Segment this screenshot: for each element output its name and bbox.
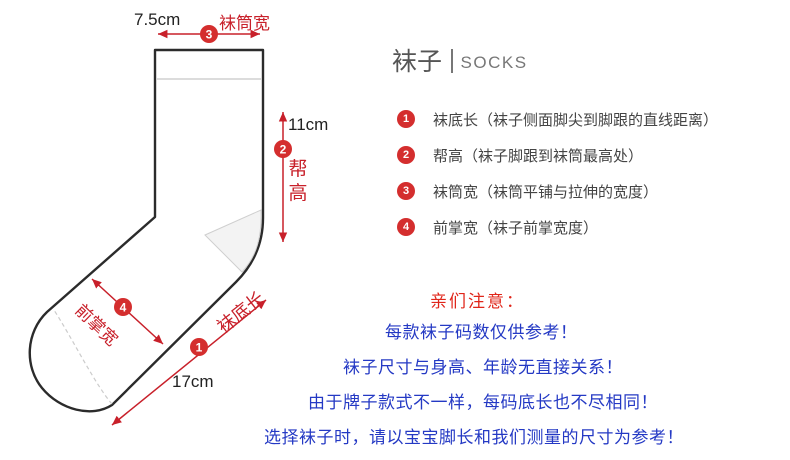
title-divider: [451, 49, 453, 73]
page-title: 袜子 SOCKS: [392, 42, 528, 78]
note-line-3: 由于牌子款式不一样，每码底长也不尽相同！: [308, 393, 658, 413]
badge-4-forefoot: 4: [114, 298, 132, 316]
length-dimension-line: [111, 299, 267, 426]
badge-2-height: 2: [274, 140, 292, 158]
sock-toe-seam: [53, 309, 113, 405]
legend-item-1: 1 袜底长（袜子侧面脚尖到脚跟的直线距离）: [397, 108, 718, 130]
svg-text:2: 2: [280, 143, 287, 157]
legend-text-3: 袜筒宽（袜筒平铺与拉伸的宽度）: [433, 182, 659, 201]
legend-badge-3: 3: [397, 182, 415, 200]
legend-text-4: 前掌宽（袜子前掌宽度）: [433, 218, 599, 237]
legend-badge-1: 1: [397, 110, 415, 128]
svg-text:1: 1: [196, 341, 203, 355]
svg-text:3: 3: [206, 28, 213, 42]
svg-text:4: 4: [120, 301, 127, 315]
badge-1-length: 1: [190, 338, 208, 356]
badge-3-width: 3: [200, 25, 218, 43]
legend-item-2: 2 帮高（袜子脚跟到袜筒最高处）: [397, 144, 643, 166]
legend-badge-2: 2: [397, 146, 415, 164]
height-label-char-1: 帮: [288, 158, 308, 180]
height-value: 11cm: [288, 115, 329, 134]
sock-outline: [28, 48, 265, 413]
width-label: 袜筒宽: [219, 14, 270, 34]
height-label-char-2: 高: [288, 182, 308, 204]
length-value: 17cm: [172, 372, 214, 391]
title-chinese: 袜子: [392, 47, 443, 76]
sock-heel: [204, 209, 262, 273]
title-english: SOCKS: [460, 53, 528, 72]
note-line-2: 袜子尺寸与身高、年龄无直接关系！: [343, 358, 623, 378]
legend-item-4: 4 前掌宽（袜子前掌宽度）: [397, 216, 598, 238]
notes-title: 亲们注意：: [430, 292, 525, 312]
width-value: 7.5cm: [134, 10, 181, 29]
note-line-4: 选择袜子时，请以宝宝脚长和我们测量的尺寸为参考！: [264, 428, 684, 448]
note-line-1: 每款袜子码数仅供参考！: [385, 323, 578, 343]
legend-item-3: 3 袜筒宽（袜筒平铺与拉伸的宽度）: [397, 180, 658, 202]
legend-badge-4: 4: [397, 218, 415, 236]
legend-text-2: 帮高（袜子脚跟到袜筒最高处）: [433, 146, 644, 165]
height-label: 帮 高: [287, 157, 309, 205]
legend-text-1: 袜底长（袜子侧面脚尖到脚跟的直线距离）: [433, 110, 719, 129]
